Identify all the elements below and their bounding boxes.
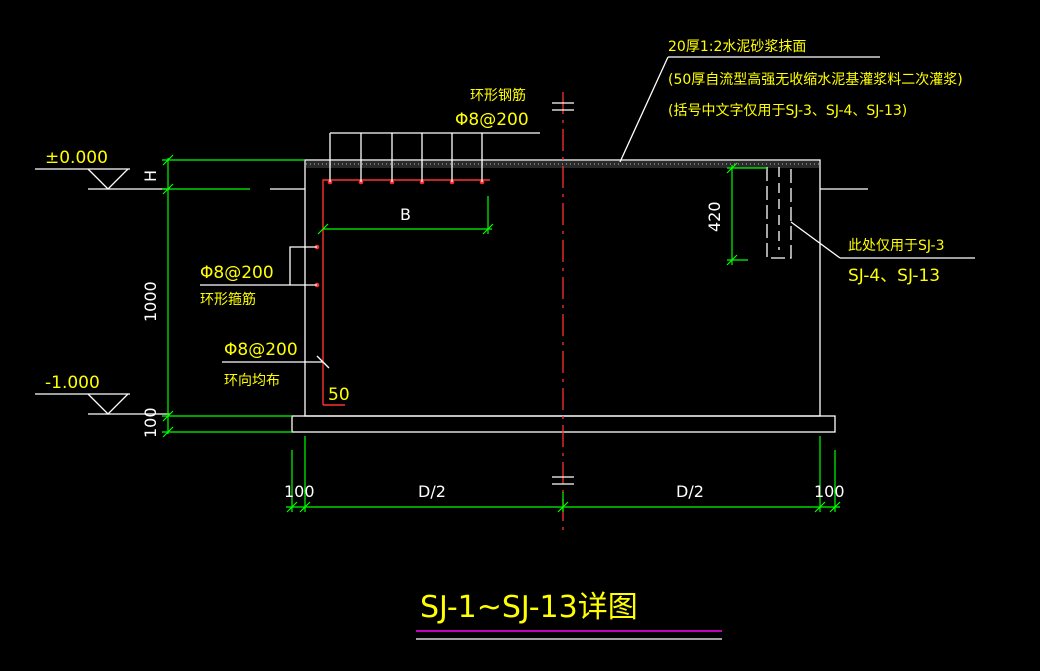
level-mark-bottom: -1.000 [35, 373, 170, 415]
finish-layer [306, 161, 819, 168]
ring-distribution-leader: Φ8@200 环向均布 [222, 340, 330, 389]
level-mark-top: ±0.000 [35, 148, 170, 190]
drawing-title-block: SJ-1~SJ-13详图 [416, 590, 722, 640]
cover-50-label: 50 [328, 385, 350, 405]
dim-depth-label: 1000 [141, 281, 160, 322]
center-line [552, 92, 574, 535]
dim-base-label: 100 [141, 407, 160, 438]
dim-left-edge-label: 100 [284, 482, 315, 501]
dim-bottom: 100 D/2 D/2 100 [284, 436, 845, 513]
ring-rebar-title: 环形钢筋 [470, 87, 526, 104]
ring-stirrup-title: 环形箍筋 [200, 291, 256, 308]
ring-stirrup-leader: Φ8@200 环形箍筋 [200, 246, 317, 308]
dim-420: 420 [705, 162, 767, 266]
only-for-line1: 此处仅用于SJ-3 [848, 238, 944, 254]
drawing-title: SJ-1~SJ-13详图 [420, 590, 638, 625]
finish-note-line2: (50厚自流型高强无收缩水泥基灌浆料二次灌浆) [668, 71, 963, 88]
dim-H-label: H [141, 170, 160, 182]
dim-half-left-label: D/2 [418, 482, 446, 501]
dim-B-label: B [400, 205, 411, 224]
anchor-bolt: 此处仅用于SJ-3 SJ-4、SJ-13 [766, 167, 975, 286]
ring-rebar-spec: Φ8@200 [455, 110, 529, 130]
finish-note-line1: 20厚1:2水泥砂浆抹面 [668, 39, 806, 55]
dim-B: B [317, 196, 494, 235]
only-for-line2: SJ-4、SJ-13 [848, 266, 940, 286]
ring-rebar-leader: 环形钢筋 Φ8@200 [329, 87, 540, 182]
dim-half-right-label: D/2 [676, 482, 704, 501]
level-top-label: ±0.000 [45, 148, 108, 168]
ring-dist-title: 环向均布 [224, 373, 280, 389]
dim-right-edge-label: 100 [814, 482, 845, 501]
dim-420-label: 420 [705, 201, 724, 232]
level-bottom-label: -1.000 [45, 373, 100, 393]
rebar-cage [314, 179, 490, 406]
finish-note-line3: (括号中文字仅用于SJ-3、SJ-4、SJ-13) [668, 103, 907, 119]
dim-H: H 1000 100 [141, 154, 305, 438]
ring-stirrup-spec: Φ8@200 [200, 263, 274, 283]
finish-note-leader: 20厚1:2水泥砂浆抹面 (50厚自流型高强无收缩水泥基灌浆料二次灌浆) (括号… [619, 39, 963, 163]
ring-dist-spec: Φ8@200 [224, 340, 298, 360]
